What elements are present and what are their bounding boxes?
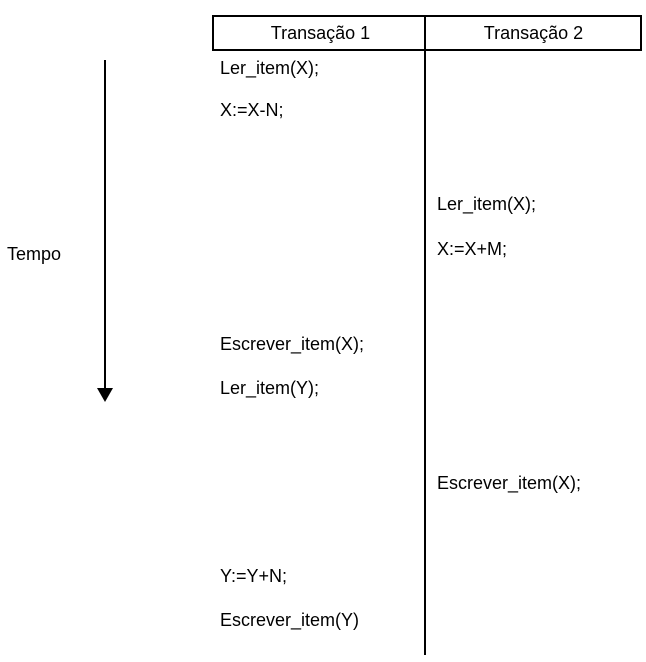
column-header-transaction-2: Transação 2 xyxy=(483,22,584,43)
t1-op-assign-y-plus-n: Y:=Y+N; xyxy=(220,566,288,586)
t2-op-write-x: Escrever_item(X); xyxy=(437,473,582,493)
t1-op-read-y: Ler_item(Y); xyxy=(220,378,320,398)
t2-op-assign-x-plus-m: X:=X+M; xyxy=(437,239,508,259)
table-header: Transação 1 Transação 2 xyxy=(212,15,642,51)
t1-op-write-x: Escrever_item(X); xyxy=(220,334,365,354)
t1-op-assign-x-minus-n: X:=X-N; xyxy=(220,100,284,120)
column-header-transaction-1: Transação 1 xyxy=(270,22,371,43)
column-separator-line xyxy=(424,15,426,655)
arrow-down-icon xyxy=(97,388,113,402)
time-axis-label: Tempo xyxy=(7,244,62,264)
t1-op-read-x: Ler_item(X); xyxy=(220,58,320,78)
t2-op-read-x: Ler_item(X); xyxy=(437,194,537,214)
time-arrow-line xyxy=(104,60,106,390)
t1-op-write-y: Escrever_item(Y) xyxy=(220,610,360,630)
